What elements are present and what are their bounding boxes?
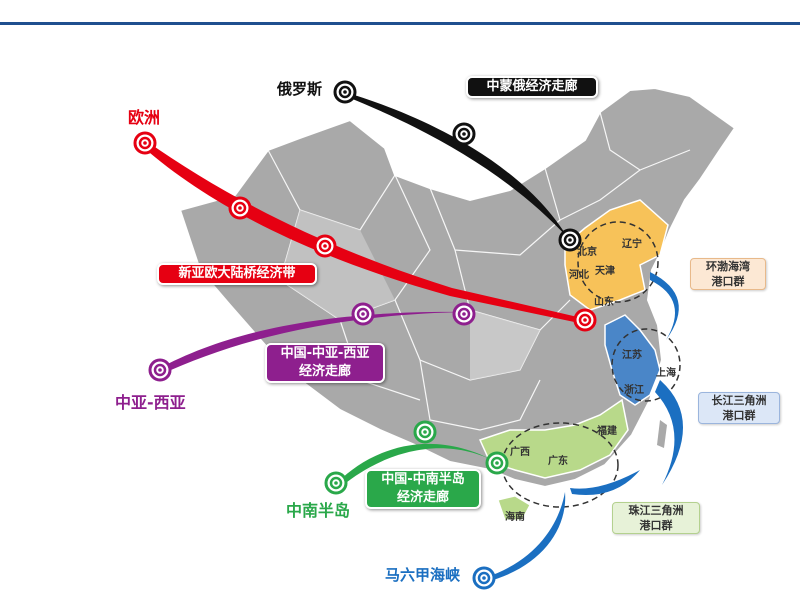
province-liaoning: 辽宁	[622, 239, 642, 250]
corridor-label-line: 中国-中亚-西亚	[280, 346, 370, 361]
central-west-asia-label: 中亚-西亚	[115, 393, 186, 412]
malacca-label: 马六甲海峡	[385, 566, 461, 584]
pearl-dashed-circle	[501, 422, 619, 508]
pearl-region	[478, 398, 629, 479]
province-fujian: 福建	[597, 426, 617, 437]
europe-corridor-marker	[313, 234, 337, 258]
port-cluster-line: 港口群	[722, 409, 756, 422]
province-guangxi: 广西	[510, 447, 530, 458]
corridor-label-line: 中国-中南半岛	[381, 472, 465, 487]
indochina-label: 中南半岛	[286, 501, 351, 520]
taiwan-island	[657, 420, 667, 448]
province-tianjin: 天津	[595, 266, 615, 277]
central-asia-corridor-marker	[351, 302, 375, 326]
new-eurasian-bridge-label: 新亚欧大陆桥经济带	[157, 263, 317, 285]
province-guangdong: 广东	[548, 456, 568, 467]
port-cluster-line: 环渤海湾	[706, 260, 750, 273]
port-cluster-line: 港口群	[639, 519, 673, 532]
port-cluster-arcs	[570, 272, 684, 495]
province-beijing: 北京	[577, 247, 597, 258]
russia-label: 俄罗斯	[277, 80, 323, 98]
pearl-port-cluster-label: 珠江三角洲 港口群	[612, 502, 700, 534]
hainan-island	[497, 495, 531, 521]
china-mongolia-russia-corridor-label: 中蒙俄经济走廊	[466, 76, 598, 98]
bohai-region	[564, 199, 669, 311]
port-cluster-line: 珠江三角洲	[628, 504, 684, 517]
province-hebei: 河北	[569, 270, 589, 281]
central-asia-marker	[148, 358, 172, 382]
europe-label: 欧洲	[128, 108, 161, 127]
corridor-label-line: 经济走廊	[298, 364, 351, 379]
bohai-dashed-circle	[577, 221, 659, 303]
indochina-corridor-marker	[485, 451, 509, 475]
china-landmass	[178, 86, 737, 489]
eurasian-bridge-terminus-marker	[573, 308, 597, 332]
russia-corridor-marker	[452, 122, 476, 146]
malacca-marker	[472, 566, 496, 590]
province-zhejiang: 浙江	[624, 385, 644, 396]
port-cluster-line: 港口群	[711, 275, 745, 288]
map-shading	[470, 310, 540, 380]
corridor-label-line: 经济走廊	[396, 490, 449, 505]
province-shanghai: 上海	[656, 368, 676, 379]
china-indochina-corridor-label: 中国-中南半岛 经济走廊	[365, 469, 481, 509]
central-asia-corridor-marker	[452, 302, 476, 326]
europe-corridor-marker	[228, 196, 252, 220]
central-asia-corridor-line	[158, 311, 468, 375]
europe-marker	[133, 131, 157, 155]
indochina-marker	[324, 471, 348, 495]
yangtze-dashed-circle	[611, 328, 681, 402]
china-central-west-asia-corridor-label: 中国-中亚-西亚 经济走廊	[265, 343, 385, 383]
indochina-corridor-marker	[413, 420, 437, 444]
header-rule	[0, 22, 800, 25]
yangtze-region	[604, 314, 661, 406]
bohai-port-cluster-label: 环渤海湾 港口群	[690, 258, 766, 290]
russia-marker	[333, 80, 357, 104]
province-hainan: 海南	[505, 512, 525, 523]
port-cluster-line: 长江三角洲	[711, 394, 767, 407]
province-shandong: 山东	[594, 297, 614, 308]
yangtze-port-cluster-label: 长江三角洲 港口群	[698, 392, 780, 424]
malacca-route-line	[484, 492, 566, 582]
indochina-corridor-line	[338, 443, 498, 486]
province-jiangsu: 江苏	[622, 350, 642, 361]
